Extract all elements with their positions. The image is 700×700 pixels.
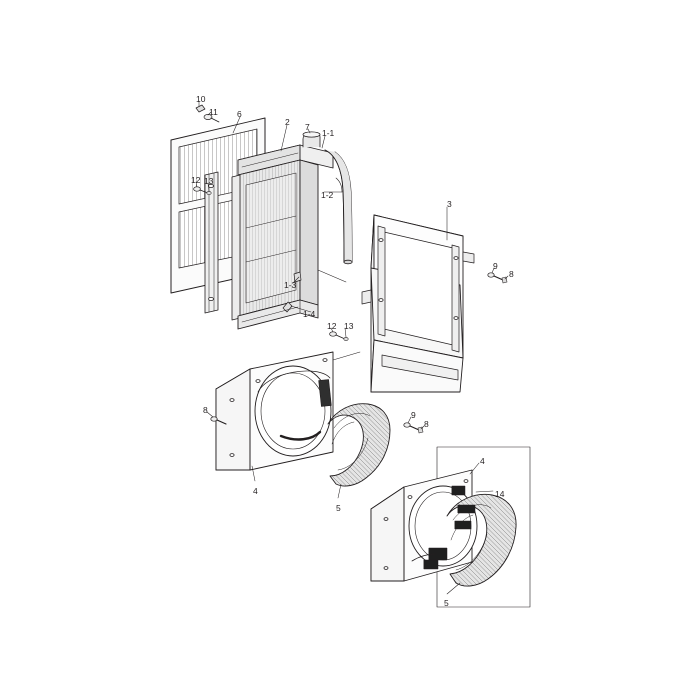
- callout-11: 11: [209, 107, 218, 117]
- callout-12-upper: 12: [191, 175, 201, 185]
- callout-6: 6: [237, 109, 242, 119]
- callout-1-3: 1-3: [284, 280, 297, 290]
- callout-2: 2: [285, 117, 290, 127]
- callout-1-1: 1-1: [322, 128, 335, 138]
- callout-5-upper: 5: [336, 503, 341, 513]
- fasteners: [193, 104, 508, 434]
- callout-9-mid: 9: [411, 410, 416, 420]
- callout-10: 10: [196, 94, 206, 104]
- callout-4-upper: 4: [253, 486, 258, 496]
- callout-9-right: 9: [493, 261, 498, 271]
- part-1-2-hose-detail: [335, 177, 343, 193]
- callout-8-left: 8: [203, 405, 208, 415]
- callout-13-lower: 13: [344, 321, 354, 331]
- callout-14: 14: [495, 489, 505, 499]
- callout-12-lower: 12: [327, 321, 337, 331]
- part-1-radiator-assembly: [231, 131, 353, 330]
- callout-8-right: 8: [509, 269, 514, 279]
- part-3-front-frame: [361, 214, 475, 393]
- callout-3: 3: [447, 199, 452, 209]
- callout-5-lower: 5: [444, 598, 449, 608]
- part-4-fan-shroud-panel: [215, 351, 334, 471]
- leader-lines: [195, 100, 509, 595]
- subassembly-lower-right: [370, 446, 531, 608]
- part-5-fan-guard: [327, 403, 391, 487]
- callout-4-lower: 4: [480, 456, 485, 466]
- callout-8-mid: 8: [424, 419, 429, 429]
- callout-13-upper: 13: [204, 176, 214, 186]
- callout-1-4: 1-4: [303, 309, 316, 319]
- callout-1-2: 1-2: [321, 190, 334, 200]
- callout-7: 7: [305, 122, 310, 132]
